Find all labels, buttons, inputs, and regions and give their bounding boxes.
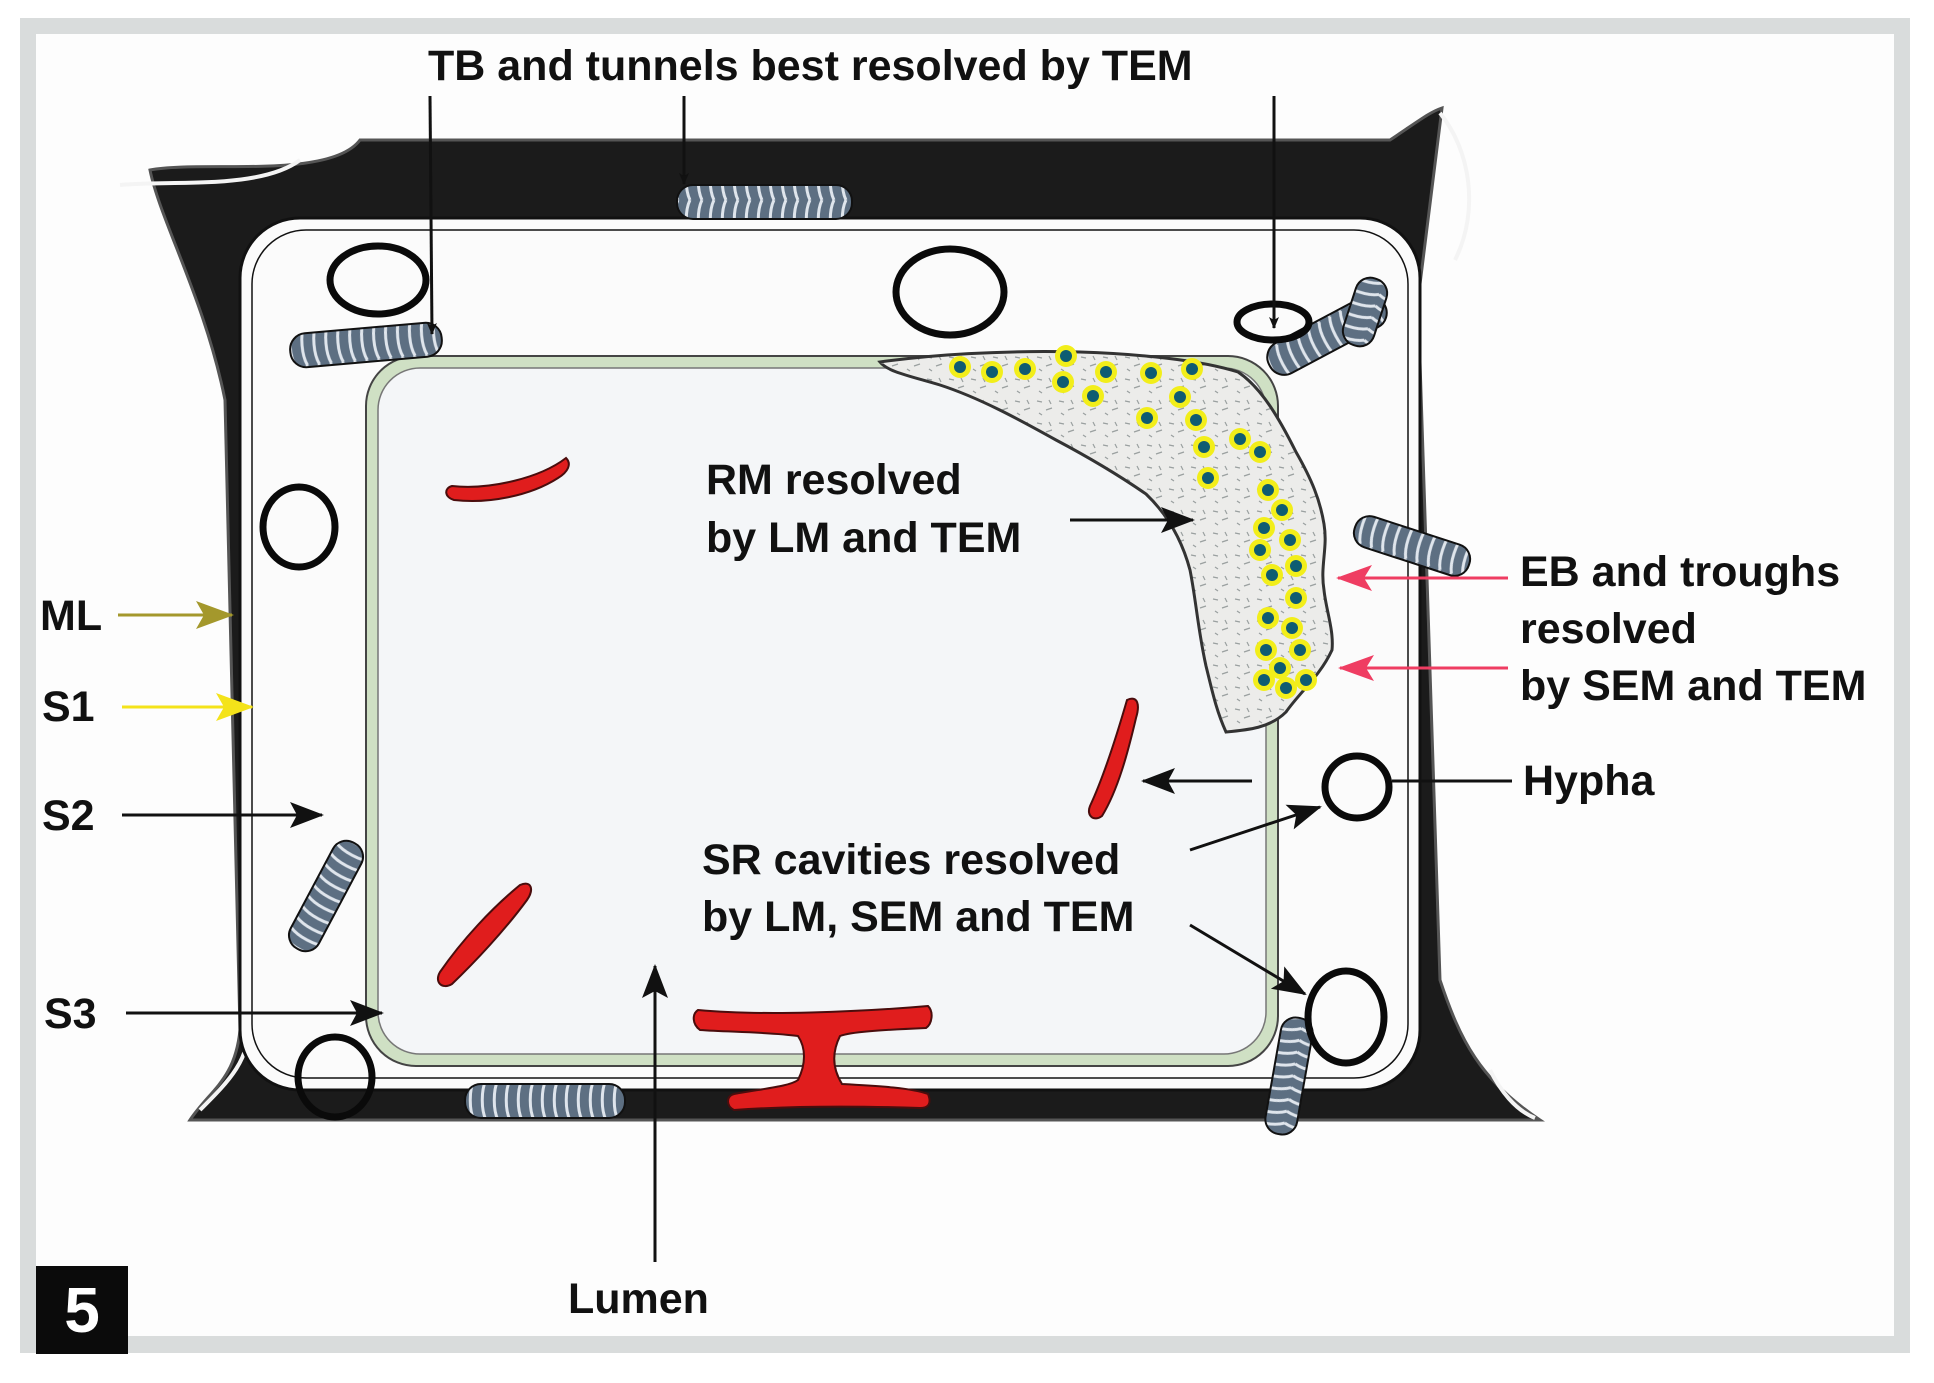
- sr-cavity-branched: [692, 1004, 933, 1112]
- erosion-bacterium-core: [986, 366, 998, 378]
- hypha-circle: [892, 245, 1008, 339]
- label-sr-line2: by LM, SEM and TEM: [702, 893, 1134, 941]
- lamella-line: [1438, 111, 1472, 261]
- tunnel-left-mid: [287, 839, 365, 953]
- arrow-tb-left: [426, 95, 437, 335]
- hypha-circle: [259, 483, 339, 571]
- tunnel-lower-right: [1264, 1016, 1314, 1136]
- label-lumen: Lumen: [568, 1275, 709, 1323]
- erosion-bacterium-core: [1234, 433, 1246, 445]
- erosion-bacterium-core: [1186, 363, 1198, 375]
- erosion-bacterium-core: [1019, 363, 1031, 375]
- erosion-bacterium-core: [1258, 522, 1270, 534]
- label-rm-line2: by LM and TEM: [706, 514, 1021, 562]
- label-hypha: Hypha: [1523, 757, 1656, 805]
- erosion-bacterium-core: [1290, 592, 1302, 604]
- erosion-bacterium-core: [1266, 569, 1278, 581]
- label-s3: S3: [44, 990, 97, 1038]
- label-rm-line1: RM resolved: [706, 456, 962, 504]
- erosion-bacterium-core: [1280, 682, 1292, 694]
- erosion-bacterium-core: [1300, 674, 1312, 686]
- panel-number-badge: 5: [36, 1266, 128, 1354]
- hypha-circle: [326, 242, 430, 318]
- erosion-bacterium-core: [1057, 376, 1069, 388]
- tunnel-upper-left: [289, 321, 443, 369]
- erosion-bacterium-core: [1290, 560, 1302, 572]
- hypha-circle: [294, 1033, 376, 1121]
- tunnel-bottom: [464, 1083, 626, 1119]
- label-eb-line2: resolved: [1520, 605, 1697, 653]
- erosion-bacterium-core: [1141, 412, 1153, 424]
- erosion-bacterium-core: [1284, 534, 1296, 546]
- sr-cavity: [445, 456, 570, 503]
- erosion-bacterium-core: [1100, 366, 1112, 378]
- hypha-circle: [1321, 752, 1393, 822]
- label-s1: S1: [42, 683, 95, 731]
- arrows: [118, 95, 1512, 1262]
- erosion-bacteria: [949, 345, 1317, 699]
- erosion-bacterium-core: [1190, 414, 1202, 426]
- erosion-bacterium-core: [1258, 674, 1270, 686]
- erosion-bacterium-core: [1294, 644, 1306, 656]
- erosion-zone: [877, 350, 1334, 734]
- sr-cavity: [1088, 697, 1139, 820]
- hypha-circle: [1304, 967, 1388, 1067]
- erosion-bacterium-core: [1254, 446, 1266, 458]
- label-sr-line1: SR cavities resolved: [702, 836, 1120, 884]
- erosion-bacterium-core: [1260, 644, 1272, 656]
- erosion-bacterium-core: [1254, 544, 1266, 556]
- tunnel-upper-right-curl: [1341, 276, 1389, 348]
- tunnel-top: [676, 184, 853, 220]
- sr-cavities: [436, 456, 1139, 1112]
- erosion-bacterium-core: [1274, 662, 1286, 674]
- label-s2: S2: [42, 792, 95, 840]
- tunnel-coils: [287, 184, 1472, 1136]
- erosion-bacterium-core: [1060, 350, 1072, 362]
- arrow-sr-hypha-2: [1189, 923, 1307, 996]
- erosion-bacterium-core: [1087, 390, 1099, 402]
- erosion-bacterium-core: [1262, 612, 1274, 624]
- labels: TB and tunnels best resolved by TEM RM r…: [40, 42, 1866, 1323]
- label-tb-tunnels: TB and tunnels best resolved by TEM: [428, 42, 1193, 90]
- label-eb-line1: EB and troughs: [1520, 548, 1840, 596]
- label-eb-line3: by SEM and TEM: [1520, 662, 1866, 710]
- erosion-bacterium-core: [1276, 504, 1288, 516]
- label-ml: ML: [40, 592, 102, 640]
- erosion-bacterium-core: [1174, 391, 1186, 403]
- lamella-line: [1488, 1069, 1536, 1120]
- erosion-bacterium-core: [1145, 367, 1157, 379]
- erosion-bacterium-core: [954, 361, 966, 373]
- erosion-bacterium-core: [1262, 484, 1274, 496]
- arrow-sr-hypha-1: [1189, 804, 1322, 852]
- tunnel-right-mid: [1352, 515, 1472, 577]
- hyphae: [259, 242, 1393, 1121]
- erosion-bacterium-core: [1202, 472, 1214, 484]
- sr-cavity: [436, 882, 533, 988]
- erosion-bacterium-core: [1198, 441, 1210, 453]
- lamella-line: [119, 158, 302, 187]
- erosion-bacterium-core: [1286, 622, 1298, 634]
